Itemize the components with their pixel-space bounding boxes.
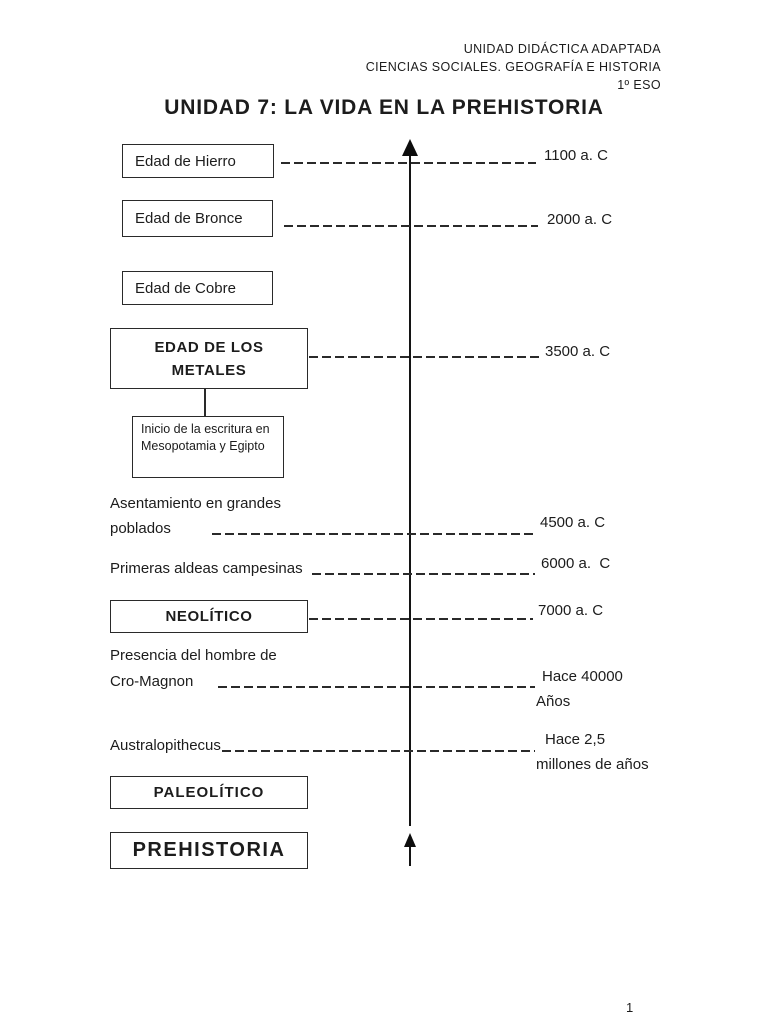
date-hace-40000: Hace 40000	[542, 668, 623, 685]
axis-arrow-bottom-icon	[404, 833, 416, 847]
date-2000: 2000 a. C	[547, 211, 613, 228]
connector-metales-escritura	[204, 389, 206, 416]
dash-line-asentamiento	[212, 533, 535, 535]
date-6000: 6000 a. C	[541, 555, 611, 572]
date-7000: 7000 a. C	[538, 602, 604, 619]
axis-tail-line	[409, 847, 411, 866]
date-1100: 1100 a. C	[544, 147, 608, 164]
dash-line-hierro	[281, 162, 536, 164]
date-3500: 3500 a. C	[545, 343, 611, 360]
label-primeras-aldeas: Primeras aldeas campesinas	[110, 560, 303, 577]
box-prehistoria-label: PREHISTORIA	[132, 839, 286, 861]
box-paleolitico-label: PALEOLÍTICO	[153, 784, 265, 801]
box-edad-de-cobre-label: Edad de Cobre	[135, 279, 236, 297]
date-hace-2-5-line2: millones de años	[536, 756, 649, 773]
box-edad-de-bronce-label: Edad de Bronce	[135, 210, 243, 227]
document-header: UNIDAD DIDÁCTICA ADAPTADA CIENCIAS SOCIA…	[366, 40, 661, 94]
box-neolitico-label: NEOLÍTICO	[165, 608, 253, 625]
box-edad-de-los-metales: EDAD DE LOS METALES	[110, 328, 308, 389]
box-prehistoria: PREHISTORIA	[110, 832, 308, 869]
header-line-1: UNIDAD DIDÁCTICA ADAPTADA	[463, 42, 661, 56]
axis-arrow-top-icon	[402, 139, 418, 156]
label-cromagnon-line2: Cro-Magnon	[110, 673, 194, 690]
timeline-axis-line	[409, 150, 411, 826]
dash-line-bronce	[284, 225, 538, 227]
dash-line-australopithecus	[222, 750, 535, 752]
dash-line-aldeas	[312, 573, 535, 575]
label-asentamiento-line1: Asentamiento en grandes	[110, 495, 281, 512]
label-australopithecus: Australopithecus	[110, 737, 221, 754]
box-edad-de-cobre: Edad de Cobre	[122, 271, 273, 305]
header-line-3: 1º ESO	[617, 78, 661, 92]
label-asentamiento-line2: poblados	[110, 520, 171, 537]
date-hace-2-5: Hace 2,5	[545, 731, 606, 748]
box-edad-de-bronce: Edad de Bronce	[122, 200, 273, 237]
box-paleolitico: PALEOLÍTICO	[110, 776, 308, 809]
box-edad-de-hierro: Edad de Hierro	[122, 144, 274, 178]
box-edad-de-hierro-label: Edad de Hierro	[135, 152, 236, 170]
page-number: 1	[626, 1000, 634, 1015]
dash-line-metales	[309, 356, 543, 358]
dash-line-cromagnon	[218, 686, 535, 688]
box-inicio-escritura: Inicio de la escritura en Mesopotamia y …	[132, 416, 284, 478]
label-cromagnon-line1: Presencia del hombre de	[110, 647, 277, 664]
box-edad-de-los-metales-label: EDAD DE LOS METALES	[154, 338, 264, 379]
box-inicio-escritura-label: Inicio de la escritura en Mesopotamia y …	[141, 422, 270, 453]
dash-line-neolitico	[309, 618, 533, 620]
header-line-2: CIENCIAS SOCIALES. GEOGRAFÍA E HISTORIA	[365, 60, 661, 74]
date-hace-40000-line2: Años	[536, 693, 571, 710]
date-4500: 4500 a. C	[540, 514, 606, 531]
page-title: UNIDAD 7: LA VIDA EN LA PREHISTORIA	[164, 96, 604, 119]
box-neolitico: NEOLÍTICO	[110, 600, 308, 633]
